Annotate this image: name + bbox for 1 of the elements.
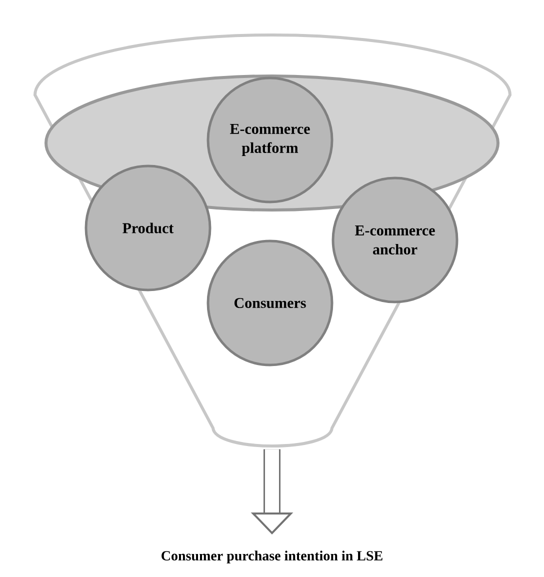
caption-text: Consumer purchase intention in LSE: [162, 550, 382, 564]
